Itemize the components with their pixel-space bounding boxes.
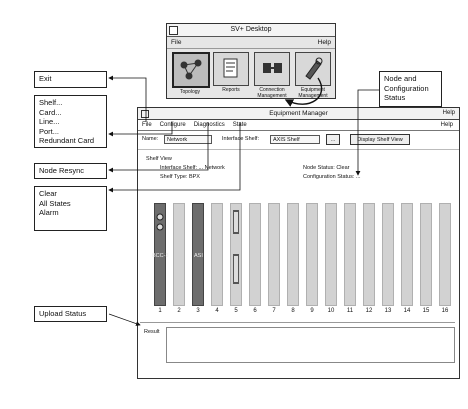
shelf-slot-12[interactable] [363,203,375,306]
sv-desktop-window: SV+ Desktop File Help Topology Reports C… [166,23,336,99]
interface-shelf-field[interactable]: AXIS Shelf [270,135,320,144]
reports-launcher[interactable]: Reports [213,52,249,96]
slot-number: 6 [253,308,257,314]
card-label-slot-3: ASI [194,253,203,259]
topology-label: Topology [179,89,200,95]
shelf-slot-15[interactable] [420,203,432,306]
node-config-status-line: Node and [384,74,417,83]
shelf-slot-8[interactable] [287,203,299,306]
connection-management-label: Connection Management [257,87,287,99]
node-config-status-line: Status [384,93,406,102]
reports-icon [213,52,249,86]
slot-number: 11 [346,308,354,314]
desktop-menubar: File Help [167,37,335,49]
result-area: Result [140,322,455,363]
shelf-slot-2[interactable] [173,203,185,306]
slot-number: 9 [310,308,314,314]
connection-management-launcher[interactable]: Connection Management [254,52,290,99]
em-menu-help[interactable]: Help [440,122,453,128]
clear-item: Clear [39,189,57,198]
equipment-management-icon [295,52,331,86]
shelf-slot-5[interactable] [230,203,242,306]
shelf-slot-16[interactable] [439,203,451,306]
slot-number: 8 [291,308,295,314]
em-menu-diagnostics[interactable]: Diagnostics [193,122,225,128]
slot-number: 7 [272,308,276,314]
configure-item: Port... [39,126,60,136]
em-menu-configure[interactable]: Configure [159,122,186,128]
slot-number: 15 [422,308,430,314]
upload-status-callout: Upload Status [34,306,107,322]
result-label: Result [144,329,160,335]
connection-management-icon [254,52,290,86]
shelf-slot-11[interactable] [344,203,356,306]
exit-callout: Exit [34,71,107,88]
node-resync-callout: Node Resync [34,163,107,179]
node-resync-text: Node Resync [39,166,85,175]
name-field[interactable]: Network [164,135,212,144]
name-label: Name: [142,136,159,142]
window-menu-icon[interactable] [169,26,178,35]
desktop-menu-help[interactable]: Help [317,39,331,46]
shelf-view-group-label: Shelf View [146,156,172,162]
shelf-slot-13[interactable] [382,203,394,306]
result-text-box[interactable] [166,327,455,363]
equipment-manager-window: Equipment Manager Help File Configure Di… [137,107,460,379]
slot-number: 4 [215,308,219,314]
node-status-info: Node Status: Clear [303,165,350,171]
em-title: Equipment Manager [269,110,328,117]
em-window-menu-icon[interactable] [141,110,149,118]
shelf-slot-3[interactable] [192,203,204,306]
reports-label: Reports [222,87,240,93]
configure-item: Redundant Card [39,136,95,145]
shelf-slot-4[interactable] [211,203,223,306]
equipment-management-launcher[interactable]: Equipment Management [295,52,331,99]
desktop-title: SV+ Desktop [230,26,272,33]
browse-button[interactable]: ... [326,134,340,145]
interface-shelf-info: Interface Shelf: ... Network [160,165,225,171]
node-config-status-callout: Node and Configuration Status [379,71,442,107]
em-menu-file[interactable]: File [142,122,152,128]
clear-item: All States [39,198,71,208]
display-shelf-view-button[interactable]: Display Shelf View [350,134,410,145]
topology-icon [172,52,210,88]
configure-item: Line... [39,117,60,126]
shelf-slot-9[interactable] [306,203,318,306]
em-title-help[interactable]: Help [442,110,455,116]
slot-number: 14 [403,308,411,314]
shelf-type-info: Shelf Type: BPX [160,174,200,180]
slot-number: 10 [327,308,335,314]
slot-number: 16 [441,308,449,314]
equipment-management-label: Equipment Management [298,87,328,99]
shelf-slot-14[interactable] [401,203,413,306]
shelf-slot-6[interactable] [249,203,261,306]
configure-item: Shelf... [39,98,63,107]
em-title-bar: Equipment Manager Help [138,108,459,120]
desktop-title-bar: SV+ Desktop [167,24,335,37]
configuration-status-info: Configuration Status: ... [303,174,361,180]
shelf-slot-7[interactable] [268,203,280,306]
card-label-slot-1: BCC-3 [152,253,169,259]
slot-number: 12 [365,308,373,314]
em-toolbar-row: Name: Network Interface Shelf: AXIS Shel… [138,131,459,150]
clear-callout: Clear All States Alarm [34,186,107,231]
slot-number: 1 [158,308,162,314]
slot-number: 2 [177,308,181,314]
exit-callout-text: Exit [39,74,52,83]
configure-item: Card... [39,107,62,117]
shelf-slot-10[interactable] [325,203,337,306]
shelf-slot-1[interactable] [154,203,166,306]
slot-number: 3 [196,308,200,314]
node-config-status-line: Configuration [384,83,429,93]
interface-shelf-label: Interface Shelf: [222,136,259,142]
topology-launcher[interactable]: Topology [172,52,210,96]
desktop-menu-file[interactable]: File [171,39,182,46]
clear-item: Alarm [39,208,59,217]
upload-status-text: Upload Status [39,309,87,318]
slot-number: 13 [384,308,392,314]
slot-number: 5 [234,308,238,314]
configure-callout: Shelf... Card... Line... Port... Redunda… [34,95,107,148]
